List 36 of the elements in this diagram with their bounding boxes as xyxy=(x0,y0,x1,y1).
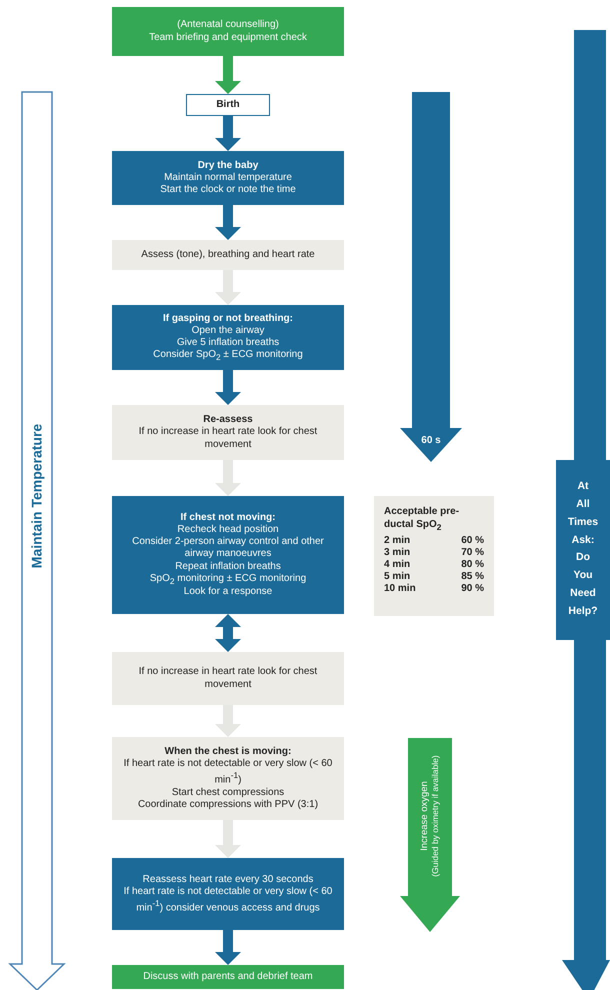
table-cell-text: 5 min xyxy=(384,570,412,582)
table-cell: 70 % xyxy=(461,546,484,558)
block-arrow xyxy=(215,460,241,496)
help-arrow: At All Times Ask: Do You Need Help? xyxy=(556,30,610,990)
block-arrow xyxy=(215,370,241,405)
block-arrow xyxy=(215,930,241,965)
table-cell: 85 % xyxy=(461,570,484,582)
assessment-box: Re-assess If no increase in heart rate look for chest movement xyxy=(112,405,344,460)
table-cell-text: 2 min xyxy=(384,534,412,546)
table-cell-text: 10 min xyxy=(384,582,417,594)
block-arrow xyxy=(215,56,241,94)
block-arrow xyxy=(215,116,241,151)
action-box: Dry the baby Maintain normal temperature Start the clock or note the time xyxy=(112,151,344,205)
hollow-arrow: Maintain Temperature xyxy=(10,92,64,990)
block-arrow xyxy=(215,614,241,652)
action-box: If gasping or not breathing: Open the airway Give 5 inflation breaths Consider SpO$_{2}$ ± ECG monitoring xyxy=(112,305,344,370)
assessment-box: Assess (tone), breathing and heart rate xyxy=(112,240,344,270)
oxygen-arrow: Increase oxygen (Guided by oximetry if available) xyxy=(400,738,460,932)
block-arrow xyxy=(215,205,241,240)
table-cell: 80 % xyxy=(461,558,484,570)
table-cell: 90 % xyxy=(461,582,484,594)
info-table: Acceptable pre-ductal SpO$_{2}$ 2 min 60 % 3 min 70 % 4 min 80 % 5 min 85 % 10 min 90 % xyxy=(374,496,494,616)
block-arrow xyxy=(215,270,241,305)
action-box: Reassess heart rate every 30 seconds If heart rate is not detectable or very slow (< 60 min$^{-1}$) consider venous access and drugs xyxy=(112,858,344,930)
table-cell-text: 3 min xyxy=(384,546,412,558)
block-arrow xyxy=(215,705,241,737)
process-box: (Antenatal counselling) Team briefing and equipment check xyxy=(112,7,344,56)
table-cell: 60 % xyxy=(461,534,484,546)
assessment-box: When the chest is moving: If heart rate is not detectable or very slow (< 60 min$^{-1}$) Start chest compressions Coordinate compressions with PPV (3:1) xyxy=(112,737,344,820)
start-box: Birth xyxy=(186,94,270,116)
action-box: If chest not moving: Recheck head position Consider 2-person airway control and other airway manoeuvres Repeat inflation breaths SpO$_{2}$ monitoring ± ECG monitoring Look for a response xyxy=(112,496,344,614)
block-arrow xyxy=(215,820,241,858)
table-cell-text: 4 min xyxy=(384,558,412,570)
timer-arrow: 60 s xyxy=(400,92,462,462)
process-box: Discuss with parents and debrief team xyxy=(112,965,344,989)
assessment-box: If no increase in heart rate look for chest movement xyxy=(112,652,344,705)
